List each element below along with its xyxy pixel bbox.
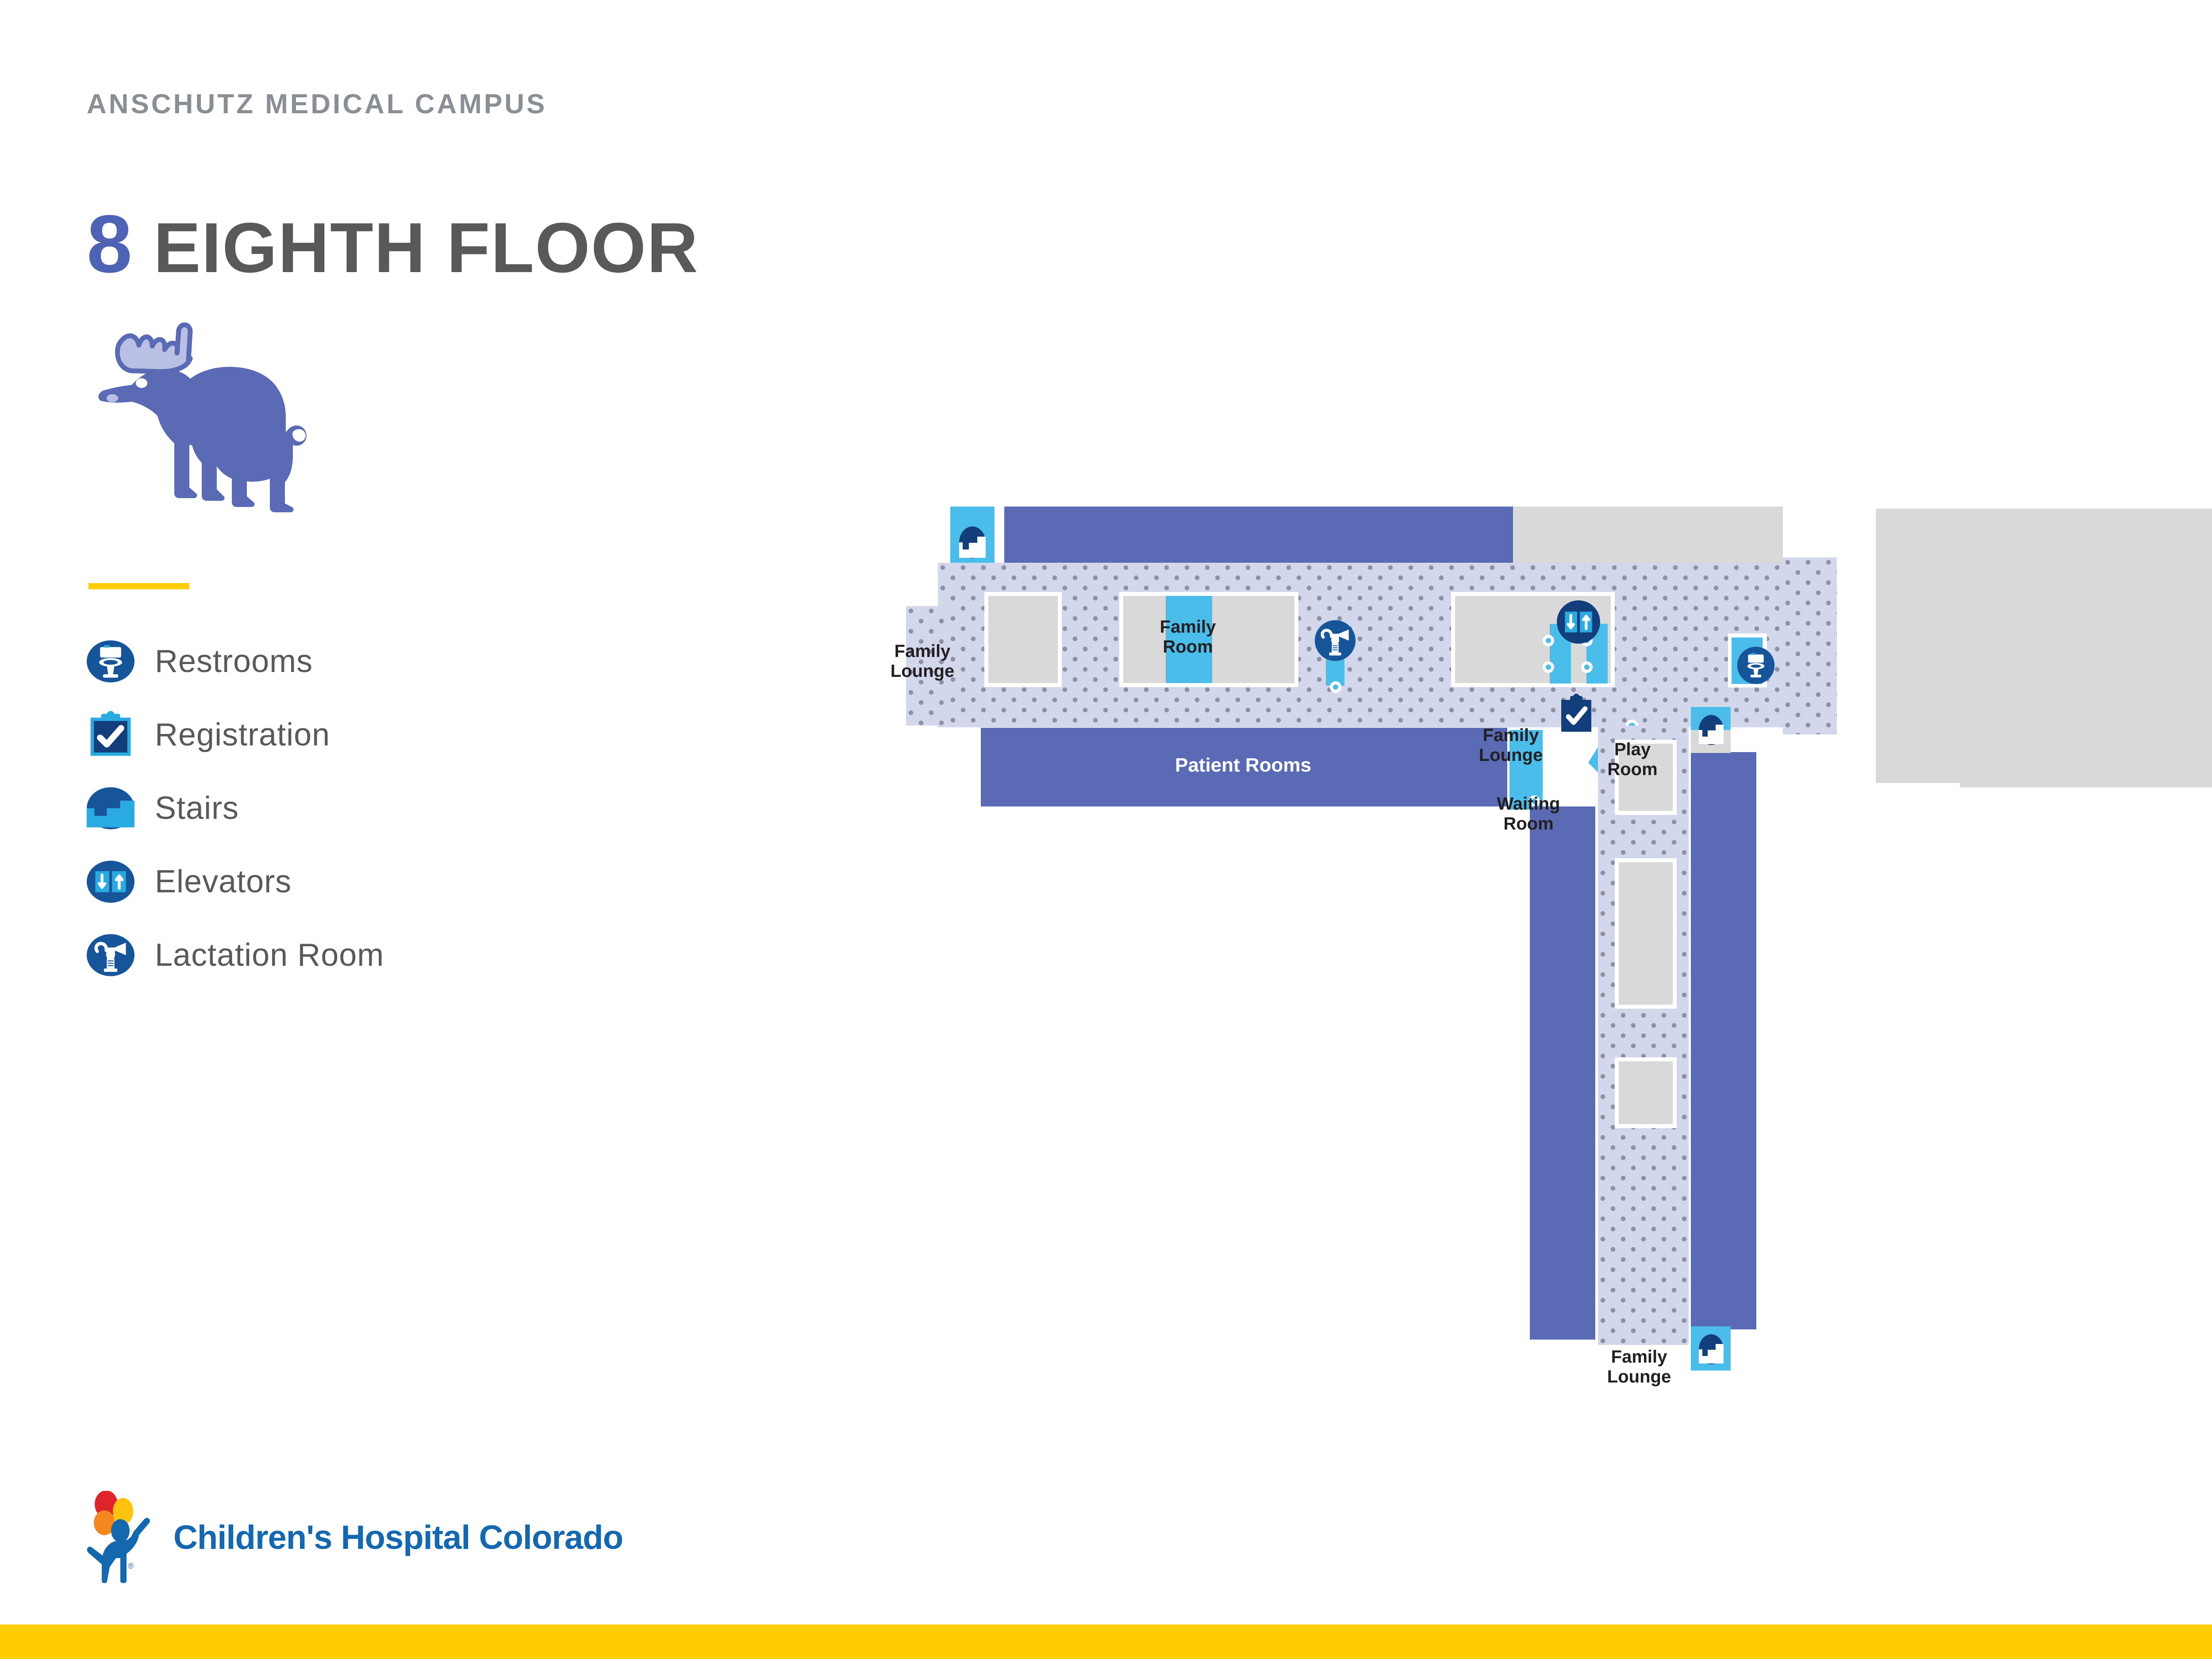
legend-item-restrooms: Restrooms xyxy=(87,625,706,698)
legend-divider xyxy=(88,583,189,589)
child-with-balloons-icon: ® xyxy=(87,1491,162,1584)
label-play-room: Play Room xyxy=(1607,740,1658,779)
legend-label: Registration xyxy=(155,717,330,753)
corridor-northeast-stub xyxy=(1783,557,1837,734)
patient-band-east-wing xyxy=(1691,752,1756,1329)
registration-icon[interactable] xyxy=(1559,694,1593,734)
elevators-icon xyxy=(87,858,134,906)
room-block-west xyxy=(984,592,1062,687)
label-family-lounge-south: Family Lounge xyxy=(1607,1347,1671,1386)
lactation-door-marker[interactable] xyxy=(1330,681,1341,693)
restroom-icon[interactable] xyxy=(1736,646,1775,685)
page-title: 8 EIGHTH FLOOR xyxy=(87,204,699,285)
lactation-icon xyxy=(87,931,134,979)
legend-label: Lactation Room xyxy=(155,937,384,973)
restroom-icon xyxy=(87,637,134,685)
wing-room-block-mid xyxy=(1615,858,1677,1009)
corridor-vertical xyxy=(1598,726,1689,1345)
elevators-icon[interactable] xyxy=(1556,599,1601,645)
legend-item-stairs: Stairs xyxy=(87,772,706,845)
stairs-icon[interactable] xyxy=(1697,713,1726,747)
corridor-horizontal xyxy=(938,563,1836,727)
patient-band-west-wing xyxy=(1530,806,1595,1340)
label-family-room: Family Room xyxy=(1160,617,1216,657)
moose-icon xyxy=(93,314,349,518)
patient-rooms-band xyxy=(981,728,1507,806)
stairs-icon[interactable] xyxy=(1697,1333,1726,1366)
registration-icon xyxy=(87,711,134,759)
brand-name: Children's Hospital Colorado xyxy=(173,1518,623,1556)
svg-text:®: ® xyxy=(128,1562,134,1571)
legend: Restrooms Registration Stairs xyxy=(87,625,706,992)
label-family-lounge-mid: Family Lounge xyxy=(1479,726,1543,765)
corridor-west-stub xyxy=(906,606,946,726)
adjacent-building-area xyxy=(1960,743,2212,787)
campus-title: ANSCHUTZ MEDICAL CAMPUS xyxy=(87,89,547,119)
stairs-icon[interactable] xyxy=(957,524,988,561)
wing-room-block-north xyxy=(1615,740,1677,815)
label-waiting-room: Waiting Room xyxy=(1497,794,1560,833)
label-patient-rooms: Patient Rooms xyxy=(1175,754,1312,776)
adjacent-building-area xyxy=(1876,509,2212,721)
footer-accent-bar xyxy=(0,1624,2212,1659)
legend-label: Elevators xyxy=(155,864,292,899)
label-family-lounge-west: Family Lounge xyxy=(890,641,955,681)
legend-item-lactation: Lactation Room xyxy=(87,918,706,992)
family-room-highlight xyxy=(1166,596,1212,683)
floor-number: 8 xyxy=(87,199,132,290)
elevator-door-marker[interactable] xyxy=(1543,661,1554,673)
legend-item-registration: Registration xyxy=(87,698,706,772)
wing-room-block-south xyxy=(1615,1057,1677,1128)
legend-label: Restrooms xyxy=(155,644,313,679)
lactation-icon[interactable] xyxy=(1314,619,1356,662)
legend-label: Stairs xyxy=(155,791,239,826)
elevator-door-marker[interactable] xyxy=(1581,661,1593,673)
floor-name: EIGHTH FLOOR xyxy=(153,208,699,287)
brand-logo: ® Children's Hospital Colorado xyxy=(87,1491,623,1584)
stairs-icon xyxy=(87,784,134,832)
elevator-door-marker[interactable] xyxy=(1543,635,1554,646)
family-lounge-door-marker[interactable] xyxy=(1528,795,1540,807)
legend-item-elevators: Elevators xyxy=(87,845,706,918)
